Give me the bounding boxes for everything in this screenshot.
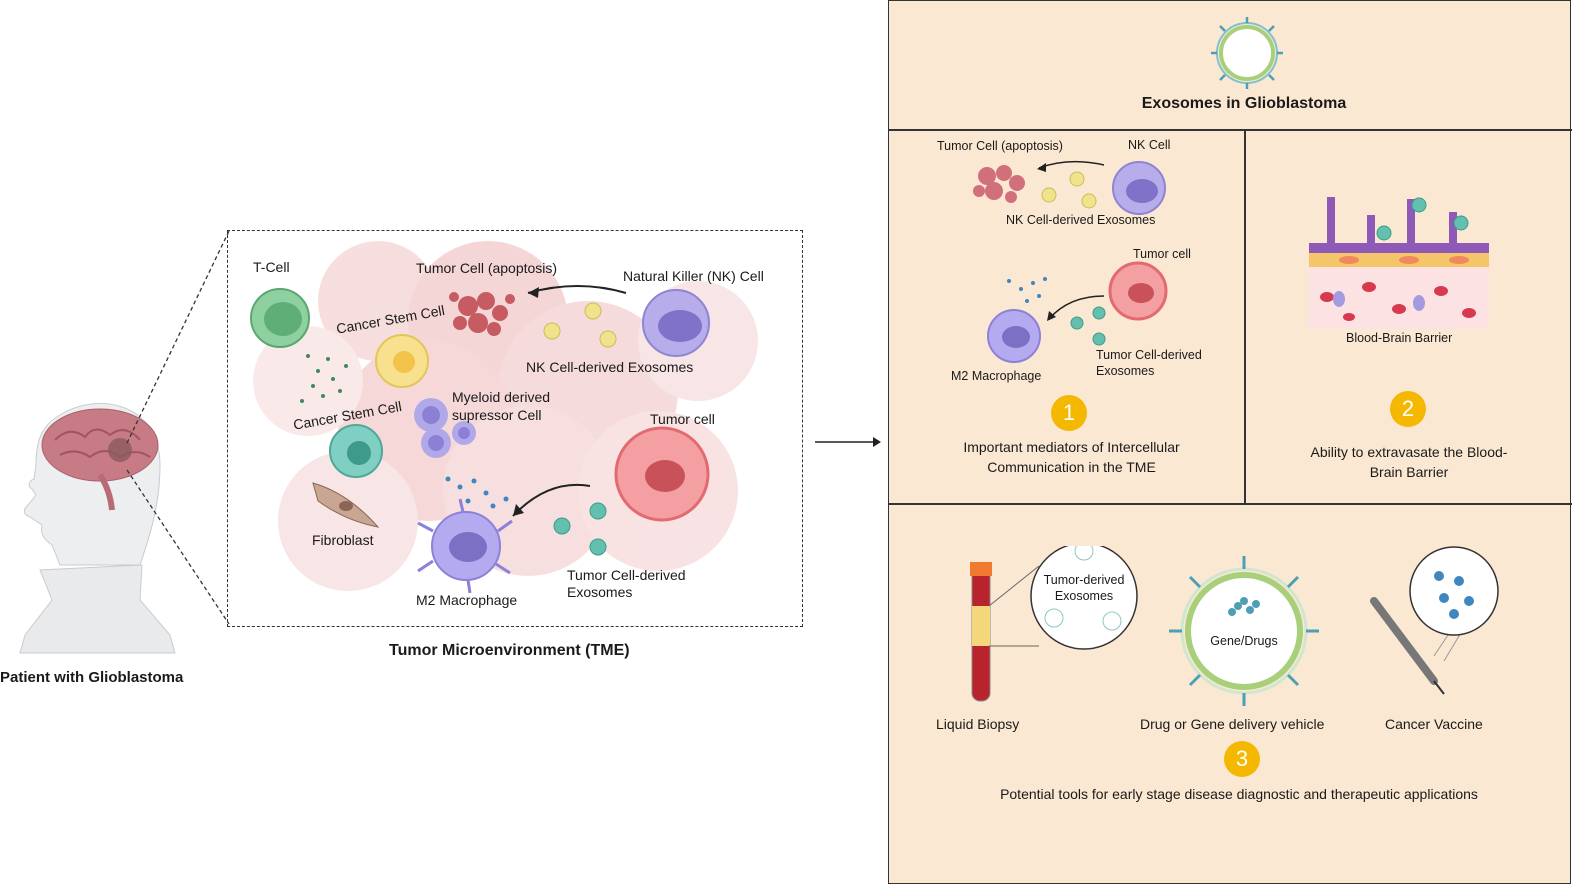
- patient-label: Patient with Glioblastoma: [0, 669, 184, 686]
- mdsc-label-line2: supressor Cell: [452, 407, 542, 423]
- s2-caption-line2: Brain Barrier: [1369, 464, 1449, 480]
- divider-top: [889, 129, 1572, 131]
- cancer-vaccine-label: Cancer Vaccine: [1385, 716, 1483, 732]
- badge-3: 3: [1224, 741, 1260, 777]
- s3-caption: Potential tools for early stage disease …: [1000, 786, 1478, 802]
- t-cell-label: T-Cell: [253, 259, 290, 275]
- exosomes-panel: Exosomes in Glioblastoma Tumor Cell: [888, 0, 1572, 884]
- s1-tumor-apoptosis-label: Tumor Cell (apoptosis): [937, 139, 1063, 153]
- badge-2: 2: [1390, 391, 1426, 427]
- nk-exosomes-label: NK Cell-derived Exosomes: [526, 359, 694, 375]
- tumor-exosomes-label-line2: Exosomes: [567, 584, 633, 600]
- s1-m2-macrophage-label: M2 Macrophage: [951, 369, 1042, 383]
- tumor-cell-label: Tumor cell: [650, 411, 715, 427]
- panel-title: Exosomes in Glioblastoma: [1141, 95, 1347, 112]
- s1-nk-cell-label: NK Cell: [1128, 138, 1171, 152]
- tumor-derived-line1: Tumor-derived: [1043, 573, 1125, 587]
- drug-gene-vehicle-label: Drug or Gene delivery vehicle: [1140, 716, 1325, 732]
- s1-tumor-exosomes-line2: Exosomes: [1096, 364, 1155, 378]
- connector-arrow: [815, 437, 881, 447]
- mdsc-label-line1: Myeloid derived: [452, 389, 551, 405]
- s1-caption-line1: Important mediators of Intercellular: [963, 439, 1180, 455]
- divider-mid: [889, 503, 1572, 505]
- liquid-biopsy-label: Liquid Biopsy: [936, 716, 1020, 732]
- gene-drugs-label: Gene/Drugs: [1210, 634, 1278, 648]
- patient-head-illustration: [19, 402, 176, 654]
- section3-illustration: [970, 546, 1499, 706]
- tme-title: Tumor Microenvironment (TME): [389, 642, 630, 659]
- bbb-illustration: [1309, 197, 1489, 329]
- s2-caption-line1: Ability to extravasate the Blood-: [1310, 444, 1508, 460]
- s1-tumor-exosomes-line1: Tumor Cell-derived: [1096, 348, 1202, 362]
- badge-1: 1: [1051, 395, 1087, 431]
- tme-box: T-Cell Tumor Cell (apoptosis) Natural Ki…: [227, 230, 803, 627]
- tumor-apoptosis-label: Tumor Cell (apoptosis): [416, 260, 558, 276]
- section1-illustration: [973, 160, 1168, 363]
- m2-macrophage-label: M2 Macrophage: [416, 592, 518, 608]
- divider-vertical: [1244, 130, 1246, 503]
- bbb-label: Blood-Brain Barrier: [1346, 331, 1453, 345]
- zoom-lines: [126, 230, 230, 625]
- s1-nk-exosomes-label: NK Cell-derived Exosomes: [1006, 213, 1156, 227]
- s1-tumor-cell-label: Tumor cell: [1133, 247, 1191, 261]
- tme-illustration: [250, 241, 758, 594]
- fibroblast-label: Fibroblast: [312, 532, 374, 548]
- exosome-icon: [1211, 17, 1283, 89]
- s1-caption-line2: Communication in the TME: [987, 459, 1156, 475]
- tumor-derived-line2: Exosomes: [1054, 589, 1114, 603]
- tumor-exosomes-label-line1: Tumor Cell-derived: [567, 567, 686, 583]
- nk-cell-label: Natural Killer (NK) Cell: [623, 268, 764, 284]
